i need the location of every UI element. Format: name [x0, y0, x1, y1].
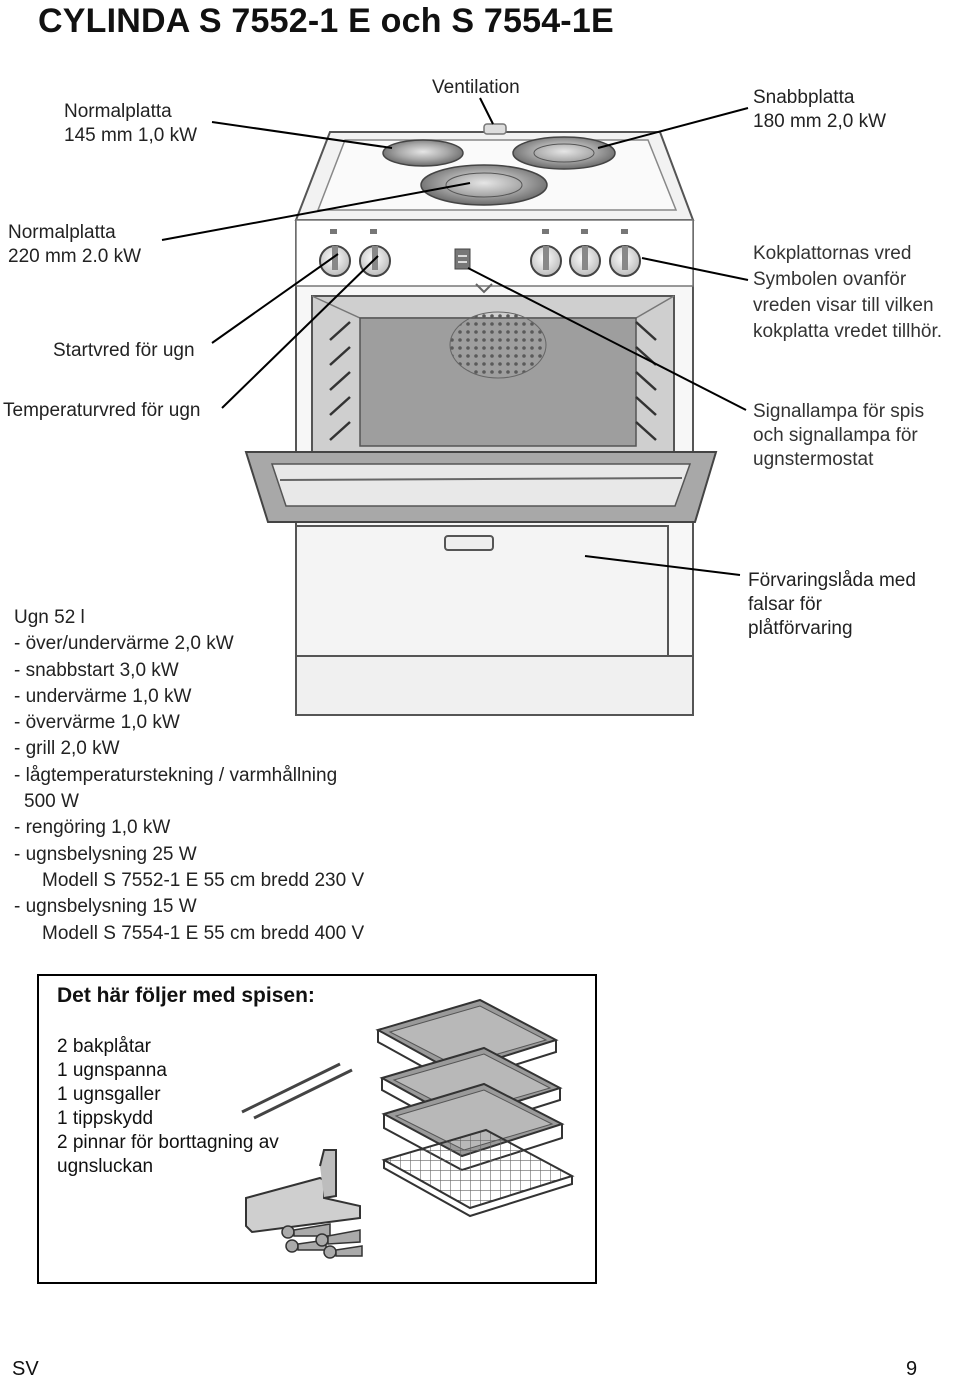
spec-item: - grill 2,0 kW	[14, 738, 120, 760]
hotplate-220	[420, 164, 548, 206]
label-forvaringslada: Förvaringslåda med falsar för plåtförvar…	[748, 570, 916, 639]
hotplate-180	[512, 136, 616, 170]
spec-item: - rengöring 1,0 kW	[14, 817, 171, 839]
page-title: CYLINDA S 7552-1 E och S 7554-1E	[38, 2, 614, 40]
list-item: 2 pinnar för borttagning av	[57, 1132, 279, 1153]
label-ventilation: Ventilation	[432, 77, 520, 98]
label-startvred: Startvred för ugn	[53, 340, 195, 361]
stove-body	[244, 219, 718, 716]
included-list: 2 bakplåtar 1 ugnspanna 1 ugnsgaller 1 t…	[57, 1035, 279, 1179]
vent-icon	[483, 123, 507, 135]
spec-item: Modell S 7554-1 E 55 cm bredd 400 V	[42, 922, 365, 944]
list-item: ugnsluckan	[57, 1156, 154, 1177]
hotplate-145	[382, 139, 464, 167]
list-item: 1 ugnsgaller	[57, 1084, 161, 1105]
spec-item: 500 W	[24, 791, 79, 813]
spec-item: - ugnsbelysning 25 W	[14, 843, 197, 865]
oven-specs: Ugn 52 l - över/undervärme 2,0 kW - snab…	[14, 605, 364, 947]
list-item: 1 ugnspanna	[57, 1060, 167, 1081]
leader-lines	[161, 97, 749, 576]
label-temperaturvred: Temperaturvred för ugn	[3, 400, 201, 421]
label-signallampa: Signallampa för spis och signallampa för…	[753, 401, 925, 470]
accessories-illustration	[241, 998, 575, 1259]
footer-language: SV	[12, 1358, 39, 1380]
label-normalplatta-145: Normalplatta 145 mm 1,0 kW	[64, 101, 198, 146]
baking-trays	[375, 998, 565, 1172]
page-number: 9	[906, 1358, 918, 1380]
spec-item: - lågtemperaturstekning / varmhållning	[14, 764, 338, 786]
label-kokplattornas-vred: Kokplattornas vred Symbolen ovanför vred…	[753, 243, 943, 342]
oven-rack	[381, 1128, 575, 1218]
included-heading: Det här följer med spisen:	[57, 984, 315, 1007]
specs-heading: Ugn 52 l	[14, 607, 85, 628]
spec-item: - snabbstart 3,0 kW	[14, 659, 179, 681]
spec-item: - övervärme 1,0 kW	[14, 712, 180, 734]
tip-guard	[245, 1149, 361, 1234]
spec-item: Modell S 7552-1 E 55 cm bredd 230 V	[42, 869, 365, 891]
spec-item: - ugnsbelysning 15 W	[14, 896, 197, 918]
label-normalplatta-220: Normalplatta 220 mm 2.0 kW	[8, 222, 142, 267]
screws	[281, 1223, 363, 1259]
label-snabbplatta: Snabbplatta 180 mm 2,0 kW	[753, 87, 887, 132]
included-items-box	[37, 974, 597, 1284]
spec-item: - över/undervärme 2,0 kW	[14, 633, 234, 655]
list-item: 2 bakplåtar	[57, 1036, 152, 1057]
list-item: 1 tippskydd	[57, 1108, 154, 1129]
spec-item: - undervärme 1,0 kW	[14, 685, 192, 707]
